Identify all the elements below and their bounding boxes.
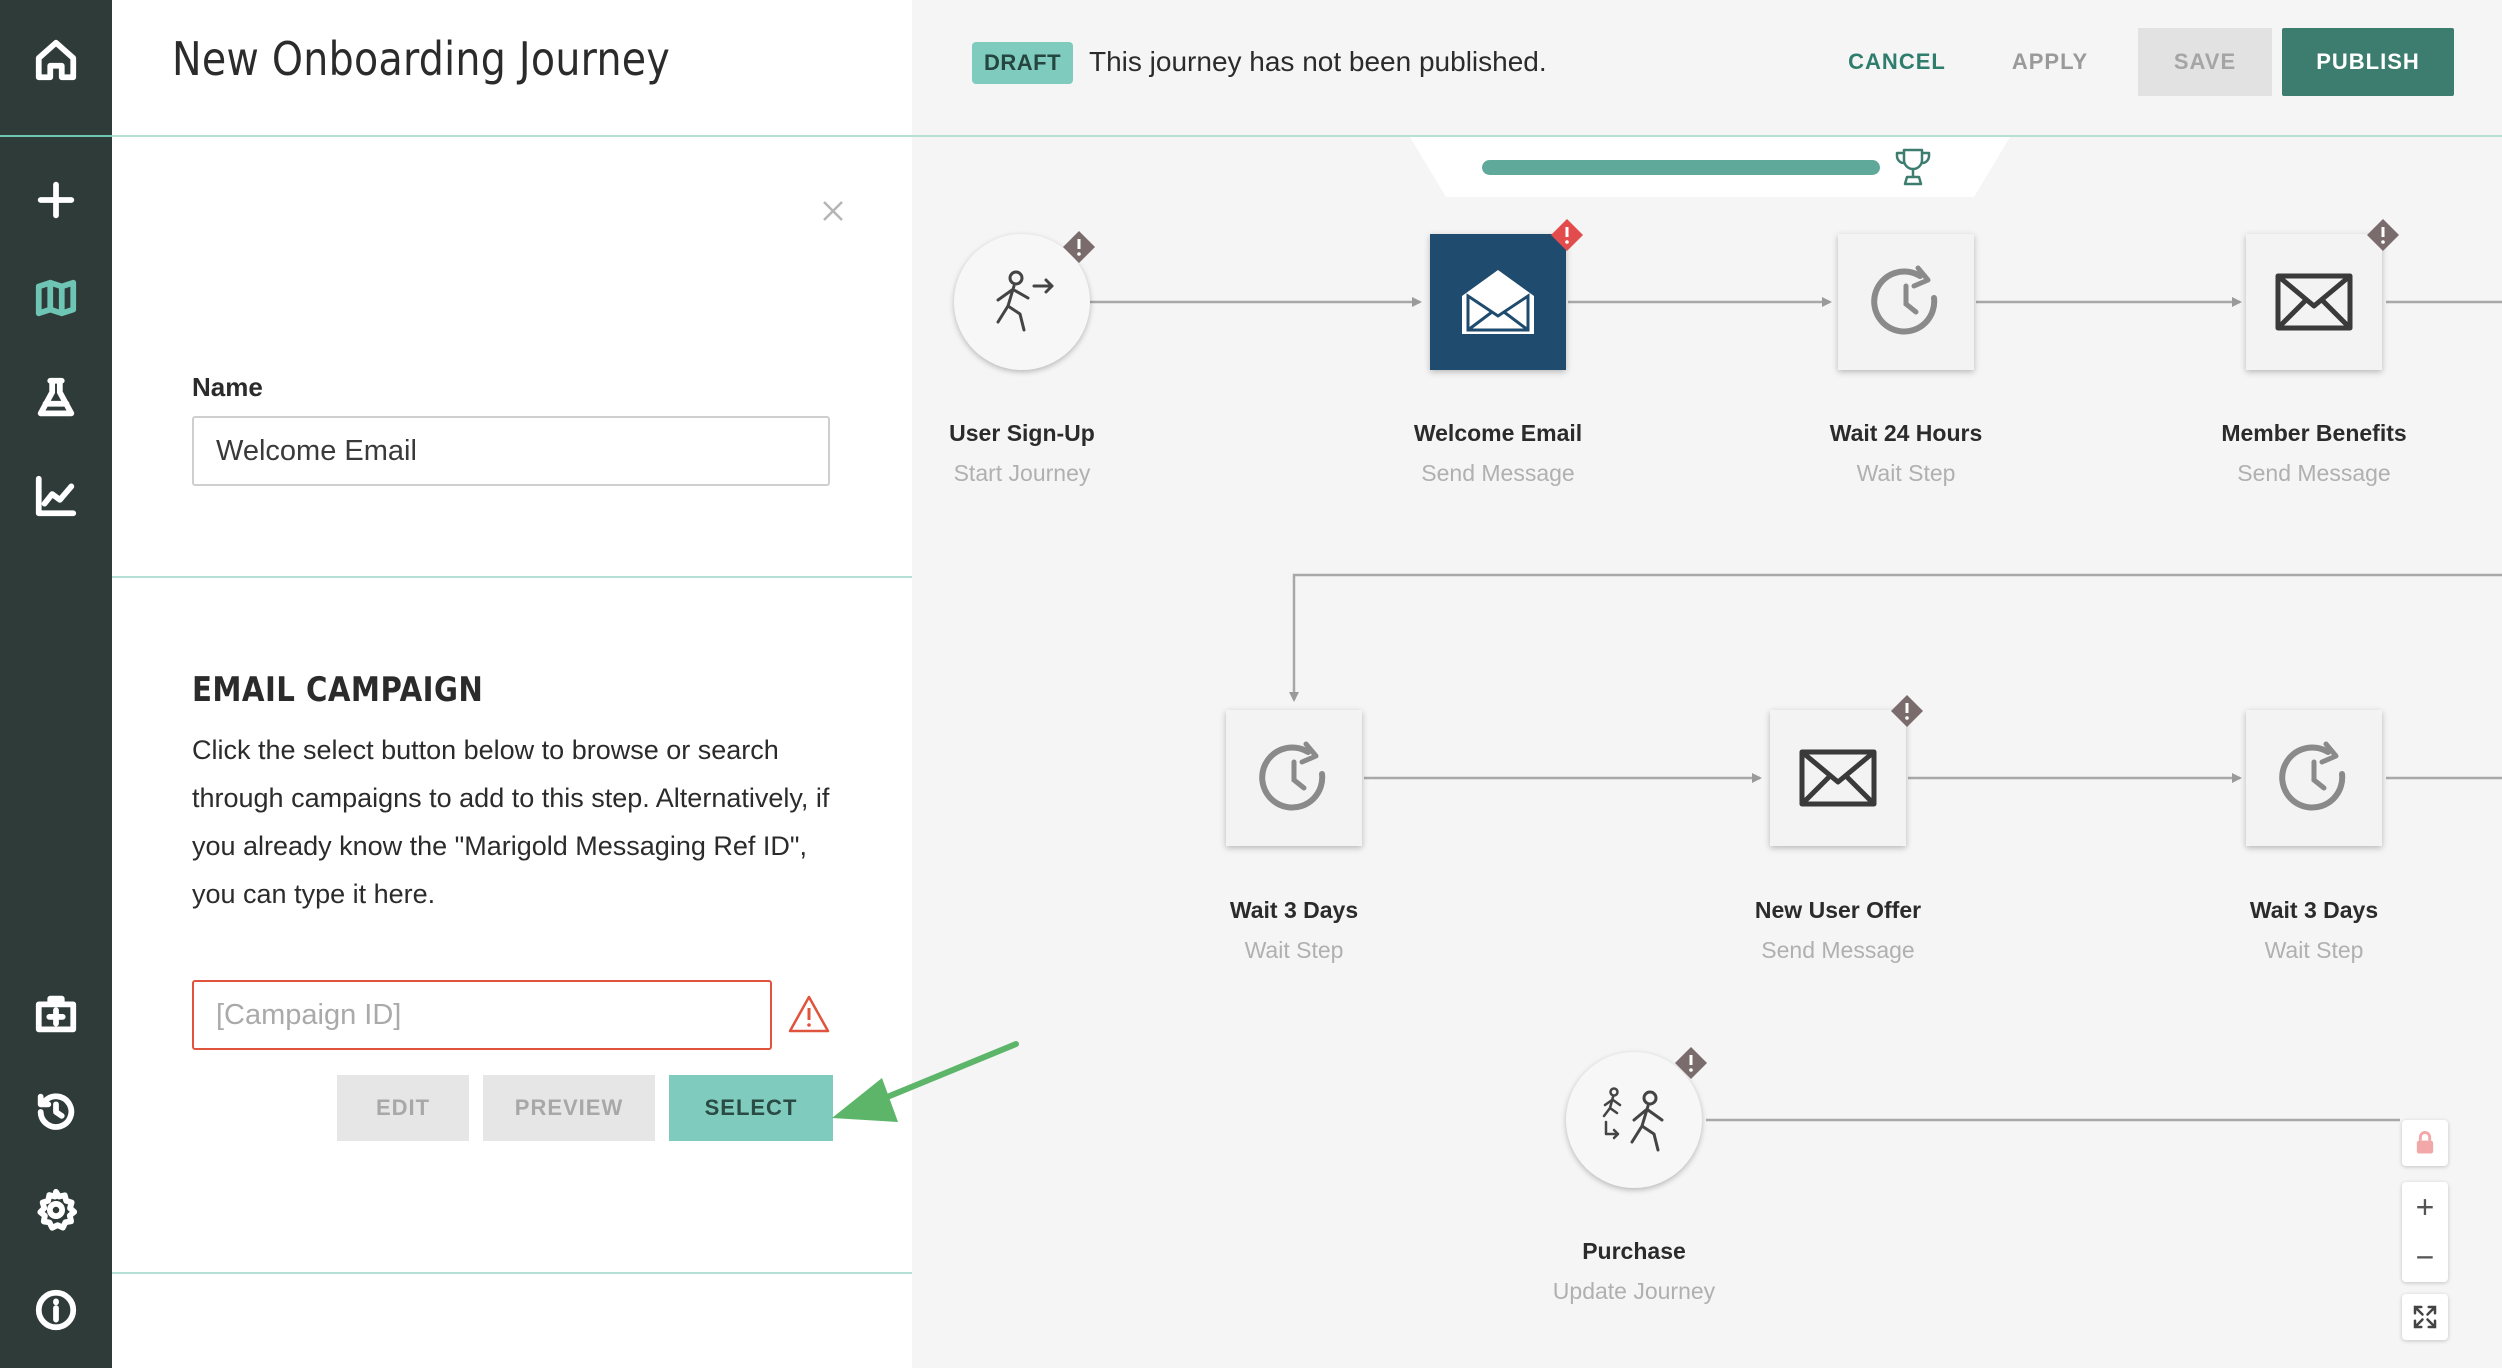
- top-bar: DRAFT This journey has not been publishe…: [912, 0, 2502, 137]
- status-badge: DRAFT: [972, 42, 1074, 84]
- node-title: User Sign-Up: [949, 420, 1095, 446]
- save-button[interactable]: SAVE: [2138, 28, 2272, 96]
- clock-icon: [1259, 741, 1326, 811]
- apply-button[interactable]: APPLY: [1980, 28, 2120, 96]
- flask-icon[interactable]: [26, 368, 86, 428]
- campaign-id-input[interactable]: [192, 980, 772, 1050]
- node-title: Wait 3 Days: [1229, 897, 1359, 923]
- node-subtitle: Send Message: [2237, 460, 2391, 486]
- node-title: New User Offer: [1754, 897, 1922, 923]
- clock-icon: [2279, 741, 2346, 811]
- node-title: Purchase: [1582, 1238, 1686, 1264]
- section-description: Click the select button below to browse …: [192, 735, 830, 909]
- alert-diamond-icon: [1890, 694, 1924, 728]
- progress-fill: [1482, 160, 1880, 175]
- section-title: EMAIL CAMPAIGN: [192, 670, 484, 710]
- lock-button[interactable]: [2402, 1120, 2448, 1166]
- page-title: New Onboarding Journey: [172, 32, 671, 86]
- zoom-in-button[interactable]: +: [2415, 1188, 2435, 1225]
- alert-diamond-icon: [2366, 218, 2400, 252]
- node-subtitle: Start Journey: [953, 460, 1091, 486]
- node-subtitle: Send Message: [1421, 460, 1575, 486]
- expand-icon: [2413, 1305, 2437, 1329]
- history-icon[interactable]: [26, 1082, 86, 1142]
- name-input[interactable]: [192, 416, 830, 486]
- map-icon[interactable]: [26, 268, 86, 328]
- node-subtitle: Wait Step: [1244, 937, 1344, 963]
- node-title: Member Benefits: [2221, 420, 2407, 446]
- node-purchase[interactable]: [1566, 1052, 1702, 1188]
- node-subtitle: Wait Step: [2264, 937, 2364, 963]
- node-welcome-email[interactable]: [1430, 234, 1566, 370]
- node-member-benefits[interactable]: [2246, 234, 2382, 370]
- annotation-arrow-icon: [820, 1030, 1020, 1160]
- select-button[interactable]: SELECT: [669, 1075, 833, 1141]
- alert-diamond-icon: [1550, 218, 1584, 252]
- divider: [112, 1272, 912, 1274]
- chart-line-icon[interactable]: [26, 466, 86, 526]
- node-title: Wait 24 Hours: [1829, 420, 1983, 446]
- lock-icon: [2416, 1131, 2434, 1154]
- node-subtitle: Wait Step: [1856, 460, 1956, 486]
- preview-button[interactable]: PREVIEW: [483, 1075, 655, 1141]
- fit-view-button[interactable]: [2402, 1294, 2448, 1340]
- node-wait-24-hours[interactable]: [1838, 234, 1974, 370]
- clock-icon: [1871, 265, 1938, 335]
- plus-icon[interactable]: [26, 170, 86, 230]
- left-nav: [0, 0, 112, 1368]
- info-icon[interactable]: [26, 1280, 86, 1340]
- node-title: Wait 3 Days: [2249, 897, 2379, 923]
- trophy-icon: [1890, 144, 1936, 190]
- alert-diamond-icon: [1674, 1046, 1708, 1080]
- person-enter-icon: [996, 270, 1054, 332]
- home-icon[interactable]: [26, 30, 86, 90]
- node-subtitle: Update Journey: [1552, 1278, 1716, 1304]
- zoom-controls: + −: [2402, 1182, 2448, 1282]
- progress-bar: [1482, 160, 1880, 175]
- step-config-panel: New Onboarding Journey Name EMAIL CAMPAI…: [112, 0, 912, 1368]
- home-nav-area: [0, 0, 112, 137]
- gear-icon[interactable]: [26, 1180, 86, 1240]
- cancel-button[interactable]: CANCEL: [1822, 28, 1972, 96]
- node-new-user-offer[interactable]: [1770, 710, 1906, 846]
- name-label: Name: [192, 372, 263, 402]
- divider: [112, 576, 912, 578]
- publish-button[interactable]: PUBLISH: [2282, 28, 2454, 96]
- person-update-icon: [1602, 1087, 1664, 1152]
- alert-diamond-icon: [1062, 230, 1096, 264]
- node-user-sign-up[interactable]: [954, 234, 1090, 370]
- node-subtitle: Send Message: [1761, 937, 1915, 963]
- zoom-out-button[interactable]: −: [2415, 1238, 2435, 1275]
- node-wait-3-days[interactable]: [1226, 710, 1362, 846]
- medkit-icon[interactable]: [26, 984, 86, 1044]
- warning-icon: [788, 994, 830, 1034]
- close-icon[interactable]: [816, 194, 850, 228]
- envelope-open-icon: [1462, 270, 1534, 334]
- envelope-icon: [2275, 273, 2353, 331]
- node-title: Welcome Email: [1413, 420, 1583, 446]
- envelope-icon: [1799, 749, 1877, 807]
- edit-button[interactable]: EDIT: [337, 1075, 469, 1141]
- status-text: This journey has not been published.: [1089, 46, 1547, 77]
- node-wait-3-days-2[interactable]: [2246, 710, 2382, 846]
- panel-header: New Onboarding Journey: [112, 0, 912, 137]
